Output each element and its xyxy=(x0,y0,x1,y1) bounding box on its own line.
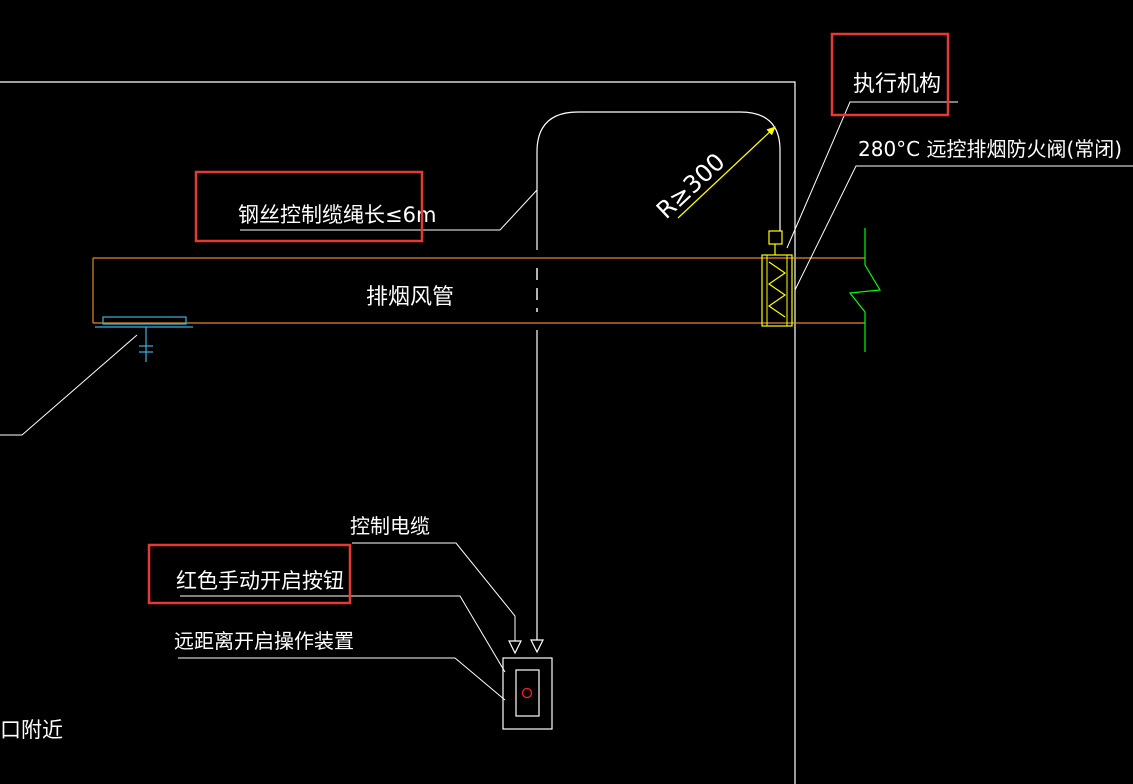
cable-length-leader xyxy=(240,189,538,231)
radius-dimension-line xyxy=(677,126,776,219)
remote-device-label: 远距离开启操作装置 xyxy=(174,629,354,653)
remote-operating-device xyxy=(502,657,553,730)
wall-break-symbol xyxy=(848,228,882,352)
highlight-boxes xyxy=(147,32,950,605)
damper-label: 280°C 远控排烟防火阀(常闭) xyxy=(858,137,1122,161)
highlight-red-button xyxy=(147,543,352,605)
control-cable-leader xyxy=(352,542,516,641)
red-button-symbol xyxy=(521,687,533,699)
actuator-leader xyxy=(786,101,958,249)
highlight-actuator xyxy=(830,32,950,117)
control-cable-leader-arrow xyxy=(508,640,522,655)
remote-device-leader xyxy=(178,657,506,701)
control-cable-label: 控制电缆 xyxy=(350,514,430,538)
damper-leader xyxy=(794,165,1133,291)
control-cable-arrow xyxy=(530,639,544,654)
red-button-leader xyxy=(180,595,506,673)
actuator-label: 执行机构 xyxy=(853,72,941,97)
inlet-leader xyxy=(0,334,138,436)
fire-damper xyxy=(761,230,793,327)
cable-length-label: 钢丝控制缆绳长≤6m xyxy=(238,203,436,227)
bottom-left-label: 口附近 xyxy=(0,718,63,742)
smoke-duct xyxy=(92,257,865,324)
smoke-inlet xyxy=(95,316,193,362)
steel-cable xyxy=(536,111,781,250)
highlight-cable-length xyxy=(194,170,424,243)
radius-label: R≥300 xyxy=(651,148,731,225)
duct-label: 排烟风管 xyxy=(366,285,454,310)
room-outline xyxy=(0,81,796,784)
red-button-label: 红色手动开启按钮 xyxy=(176,569,344,593)
